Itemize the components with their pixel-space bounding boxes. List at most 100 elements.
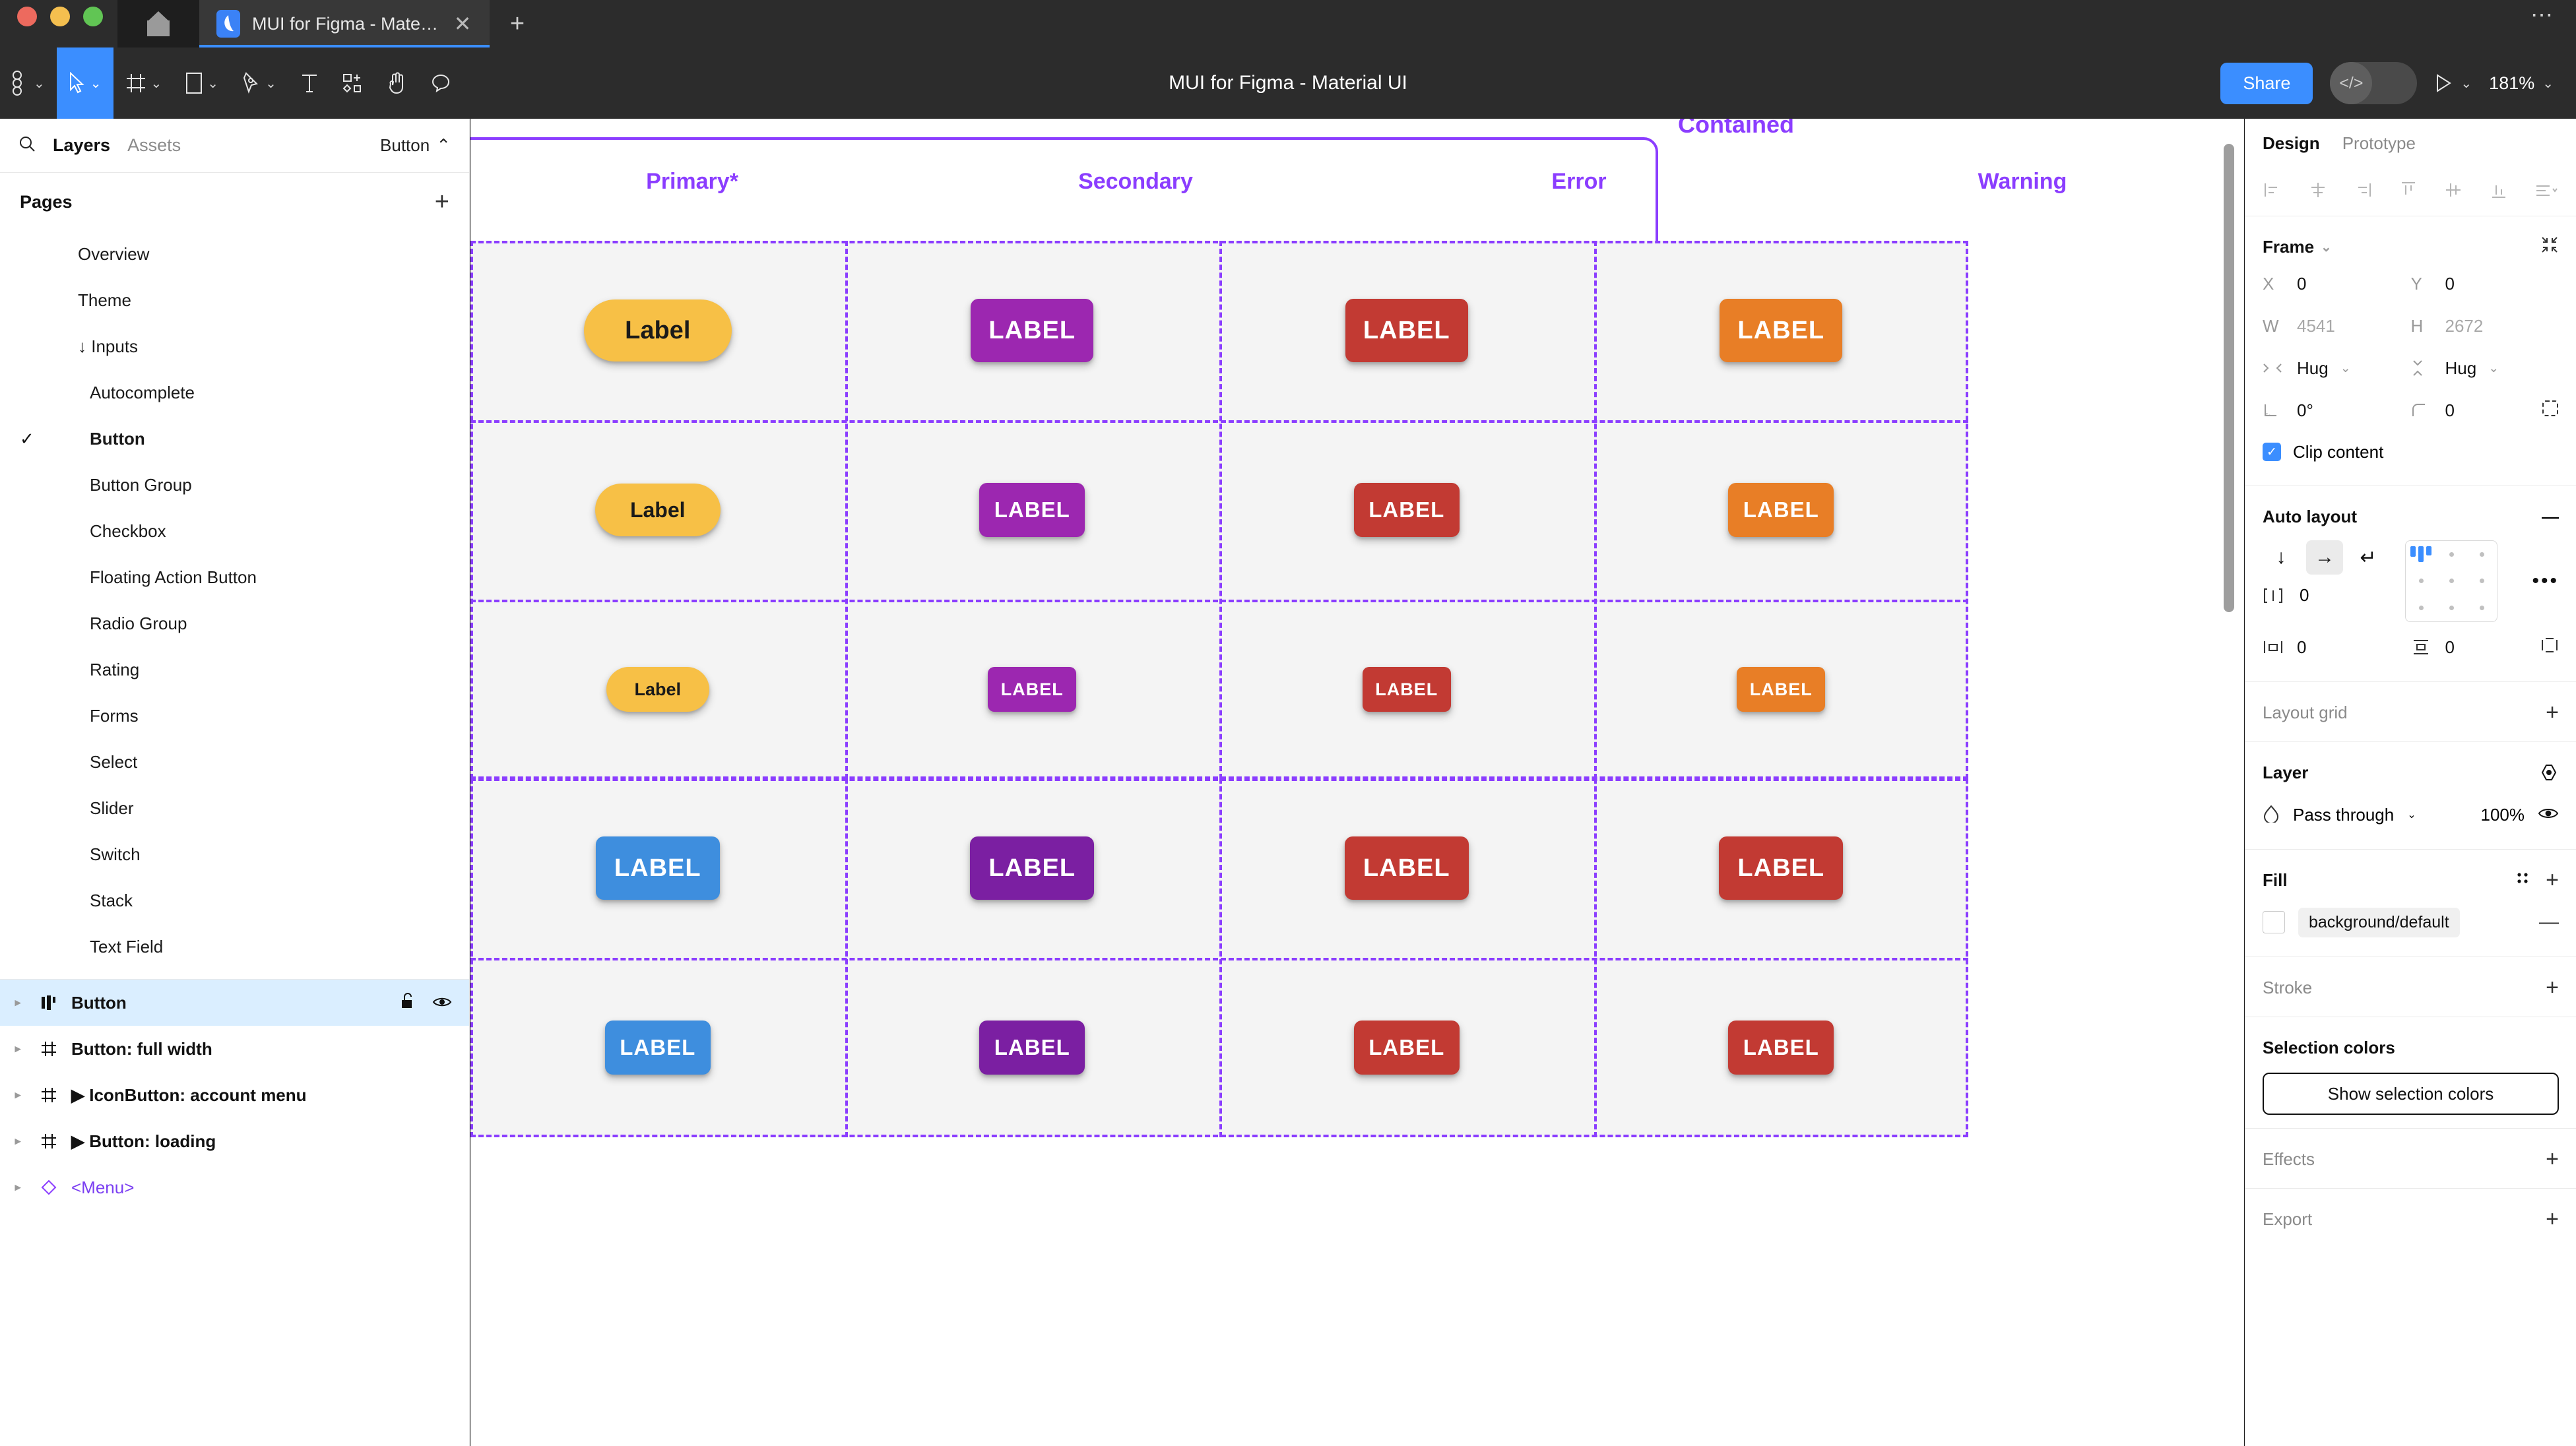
canvas-button[interactable]: LABEL (1344, 836, 1469, 900)
share-button[interactable]: Share (2220, 62, 2313, 104)
new-tab-button[interactable]: + (509, 9, 525, 38)
hand-tool-icon[interactable] (375, 47, 419, 119)
eye-icon[interactable] (2538, 806, 2559, 824)
chevron-down-icon[interactable]: ⌄ (2321, 239, 2332, 255)
collapse-icon[interactable] (2540, 236, 2559, 259)
canvas-button[interactable]: Label (606, 667, 709, 712)
page-item-rating[interactable]: Rating (0, 646, 469, 693)
add-export-button[interactable]: + (2546, 1206, 2559, 1232)
page-item-switch[interactable]: Switch (0, 831, 469, 877)
canvas-button[interactable]: LABEL (604, 1021, 711, 1075)
canvas-vertical-scrollbar[interactable] (2224, 144, 2234, 612)
remove-auto-layout-button[interactable]: — (2542, 506, 2559, 526)
browser-tab[interactable]: MUI for Figma - Material UI ✕ (199, 0, 490, 47)
resources-icon[interactable] (331, 47, 375, 119)
clip-content-row[interactable]: ✓ Clip content (2263, 431, 2559, 472)
vertical-padding-field[interactable]: 0 (2411, 626, 2560, 668)
unlock-icon[interactable] (401, 992, 416, 1014)
window-close-button[interactable] (17, 7, 37, 26)
move-tool-icon[interactable]: ⌄ (56, 47, 113, 119)
page-item-radio-group[interactable]: Radio Group (0, 600, 469, 646)
canvas-button[interactable]: LABEL (970, 836, 1095, 900)
distribute-icon[interactable] (2534, 180, 2559, 203)
align-horizontal-center-icon[interactable] (2308, 180, 2328, 203)
text-tool-icon[interactable] (288, 47, 331, 119)
page-item-button[interactable]: ✓Button (0, 416, 469, 462)
page-item-slider[interactable]: Slider (0, 785, 469, 831)
canvas-button[interactable]: LABEL (595, 836, 720, 900)
frame-name-label[interactable]: Contained (1678, 119, 1794, 138)
canvas-button[interactable]: LABEL (1362, 667, 1451, 712)
shape-tool-icon[interactable]: ⌄ (174, 47, 230, 119)
canvas-button[interactable]: Label (583, 299, 732, 362)
tab-layers[interactable]: Layers (53, 135, 111, 155)
canvas-button[interactable]: LABEL (988, 667, 1077, 712)
present-button[interactable]: ⌄ (2434, 73, 2472, 93)
canvas-button[interactable]: LABEL (971, 299, 1094, 362)
width-field[interactable]: W 4541 (2263, 305, 2411, 347)
fill-item-row[interactable]: background/default — (2263, 901, 2559, 943)
direction-vertical-button[interactable]: ↓ (2276, 546, 2286, 568)
align-right-icon[interactable] (2353, 180, 2373, 203)
canvas-button[interactable]: LABEL (1737, 667, 1826, 712)
add-effect-button[interactable]: + (2546, 1146, 2559, 1172)
rotation-field[interactable]: 0° (2263, 389, 2411, 431)
tab-prototype[interactable]: Prototype (2342, 133, 2416, 153)
add-fill-button[interactable]: + (2546, 867, 2559, 893)
tab-design[interactable]: Design (2263, 133, 2320, 153)
expand-caret-icon[interactable]: ▸ (15, 1181, 21, 1193)
layer-item[interactable]: ▸Button: full width (0, 1026, 469, 1072)
horizontal-resizing-select[interactable]: Hug ⌄ (2263, 347, 2411, 389)
corner-radius-field[interactable]: 0 (2411, 389, 2560, 431)
canvas-button[interactable]: Label (595, 484, 721, 536)
canvas-button[interactable]: LABEL (979, 1021, 1085, 1075)
blend-mode-icon[interactable] (2539, 763, 2559, 782)
horizontal-padding-field[interactable]: 0 (2263, 626, 2411, 668)
search-icon[interactable] (18, 135, 36, 156)
add-layout-grid-button[interactable]: + (2546, 699, 2559, 725)
clip-content-checkbox[interactable]: ✓ (2263, 443, 2281, 461)
tab-assets[interactable]: Assets (127, 135, 181, 155)
direction-wrap-button[interactable]: ↵ (2360, 546, 2377, 569)
page-item-floating-action-button[interactable]: Floating Action Button (0, 554, 469, 600)
expand-caret-icon[interactable]: ▸ (15, 1088, 21, 1101)
page-selector[interactable]: Button ⌃ (380, 135, 451, 156)
layer-item[interactable]: ▸▶ Button: loading (0, 1118, 469, 1164)
canvas-button[interactable]: LABEL (979, 483, 1085, 537)
canvas-button[interactable]: LABEL (1720, 299, 1843, 362)
zoom-control[interactable]: 181% ⌄ (2489, 73, 2554, 94)
page-item-overview[interactable]: Overview (0, 231, 469, 277)
page-item-select[interactable]: Select (0, 739, 469, 785)
page-item-autocomplete[interactable]: Autocomplete (0, 369, 469, 416)
pen-tool-icon[interactable]: ⌄ (230, 47, 288, 119)
page-item-theme[interactable]: Theme (0, 277, 469, 323)
layer-opacity-value[interactable]: 100% (2480, 804, 2525, 825)
close-icon[interactable]: ✕ (453, 12, 472, 36)
comment-tool-icon[interactable] (419, 47, 463, 119)
layer-item[interactable]: ▸Button (0, 980, 469, 1026)
page-item-stack[interactable]: Stack (0, 877, 469, 924)
eye-icon[interactable] (432, 993, 452, 1013)
canvas-button[interactable]: LABEL (1728, 483, 1834, 537)
show-selection-colors-button[interactable]: Show selection colors (2263, 1073, 2559, 1115)
page-item-text-field[interactable]: Text Field (0, 924, 469, 970)
present-caret-icon[interactable]: ⌄ (2461, 76, 2472, 91)
canvas-button[interactable]: LABEL (1728, 1021, 1834, 1075)
page-item-forms[interactable]: Forms (0, 693, 469, 739)
alignment-nine-grid[interactable] (2405, 540, 2498, 622)
styles-icon[interactable] (2514, 869, 2531, 891)
canvas-button[interactable]: LABEL (1719, 836, 1844, 900)
auto-layout-more-button[interactable]: ••• (2532, 570, 2559, 592)
align-vertical-center-icon[interactable] (2443, 180, 2463, 203)
add-stroke-button[interactable]: + (2546, 974, 2559, 1000)
x-position-field[interactable]: X 0 (2263, 263, 2411, 305)
layer-item[interactable]: ▸▶ IconButton: account menu (0, 1072, 469, 1118)
expand-caret-icon[interactable]: ▸ (15, 1135, 21, 1147)
align-bottom-icon[interactable] (2489, 180, 2509, 203)
browser-menu-button[interactable]: ⋯ (2530, 3, 2555, 28)
window-maximize-button[interactable] (83, 7, 103, 26)
fill-color-swatch[interactable] (2263, 911, 2285, 933)
expand-caret-icon[interactable]: ▸ (15, 996, 21, 1009)
height-field[interactable]: H 2672 (2411, 305, 2560, 347)
page-item-inputs[interactable]: ↓ Inputs (0, 323, 469, 369)
